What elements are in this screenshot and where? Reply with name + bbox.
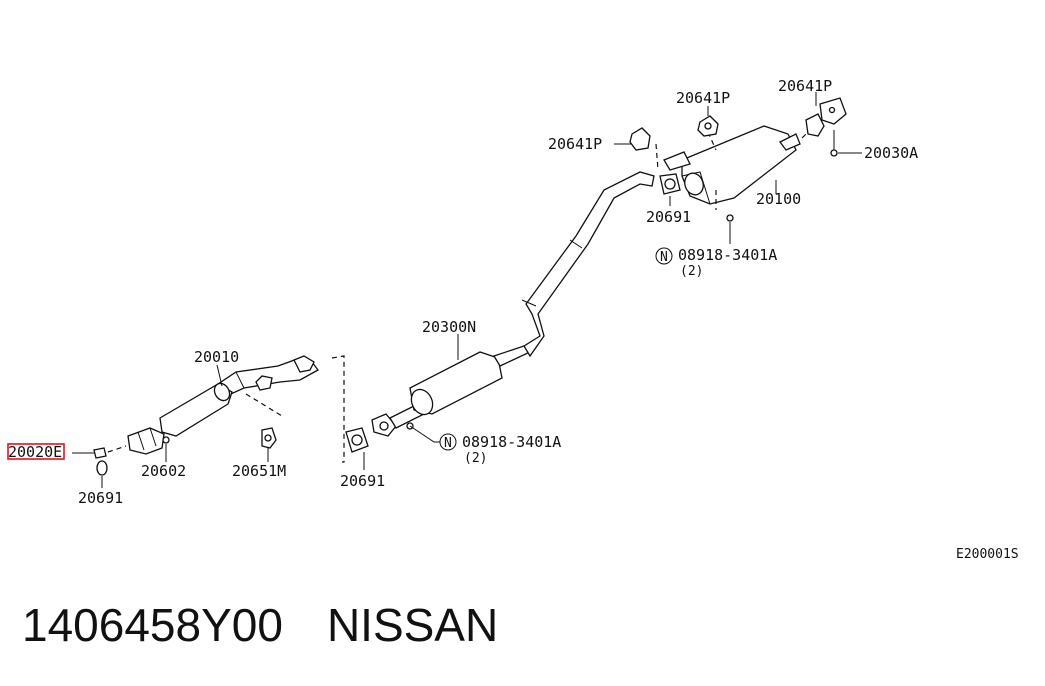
mount-20641p-right (805, 97, 847, 137)
label-nut-center-qty: (2) (464, 451, 487, 466)
mount-20641p-left (629, 127, 651, 151)
label-main-muffler: 20100 (756, 190, 801, 208)
center-muffler (371, 343, 531, 437)
mount-20641p-mid (697, 115, 719, 137)
label-front-tube: 20010 (194, 348, 239, 366)
leader-front-tube (216, 364, 223, 387)
highlight-box (7, 443, 65, 460)
part-caption: 1406458Y00 NISSAN (22, 598, 498, 652)
label-spring-front: 20602 (141, 462, 186, 480)
part-number: 1406458Y00 (22, 599, 283, 651)
label-gasket-center: 20691 (340, 472, 385, 490)
mount-20651m (261, 427, 277, 449)
label-bolt-rear: 20030A (864, 144, 918, 162)
label-nut-rear-qty: (2) (680, 264, 703, 279)
gasket-center (345, 427, 369, 453)
spring-bolt (162, 436, 170, 444)
label-nut-center: 08918-3401A (462, 433, 561, 451)
front-tube-assembly (127, 355, 319, 455)
brand-name: NISSAN (326, 599, 499, 651)
label-mount-left: 20641P (548, 135, 602, 153)
gasket-rear (659, 173, 681, 195)
label-mount-right: 20641P (778, 77, 832, 95)
label-nut-rear: 08918-3401A (678, 246, 777, 264)
nut-symbol-center: N (444, 436, 452, 451)
label-gasket-rear: 20691 (646, 208, 691, 226)
label-mount-front: 20651M (232, 462, 286, 480)
label-highlighted-part: 20020E (8, 443, 62, 461)
figure-code: E200001S (956, 547, 1019, 562)
main-muffler (663, 125, 801, 205)
label-center-muffler: 20300N (422, 318, 476, 336)
label-gasket-front: 20691 (78, 489, 123, 507)
mid-pipe (523, 171, 655, 358)
label-mount-mid: 20641P (676, 89, 730, 107)
nut-symbol-rear: N (660, 250, 668, 265)
